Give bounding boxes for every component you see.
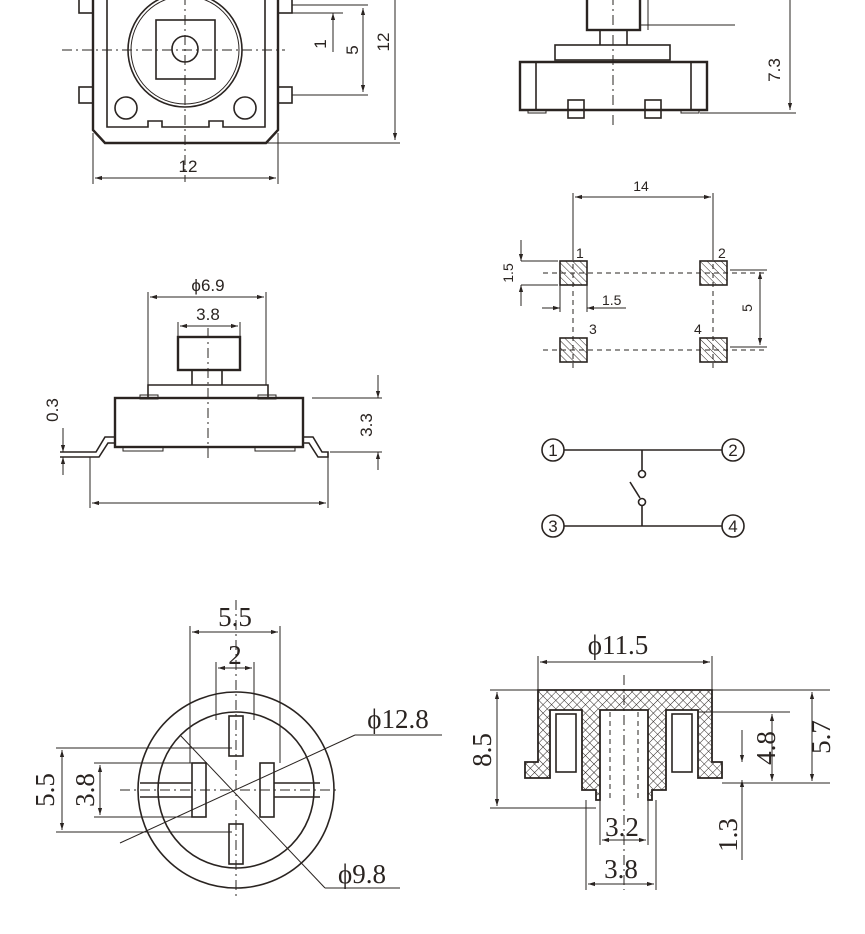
dim-h3-label: 1.3 (713, 818, 743, 852)
dim-pitch-x-label: 14 (633, 178, 649, 194)
dim-outer-h-label: 5.5 (30, 773, 60, 807)
terminal-1 (541, 438, 565, 462)
dim-offset-label: 1 (311, 39, 330, 48)
pad-2 (699, 260, 728, 286)
dim-total-h-label: 8.5 (467, 733, 497, 767)
terminal-4-label: 4 (728, 517, 737, 536)
dim-pad-w-label: 1.5 (602, 292, 622, 308)
dim-lead-label: 0.3 (43, 398, 62, 422)
dim-h2-label: 4.8 (751, 731, 781, 765)
cap-top-view: 5.5 2 5.5 3.8 ϕ12.8 ϕ9.8 (30, 600, 442, 900)
dim-outer-w-label: 5.5 (218, 602, 252, 632)
pad-layout: 14 1 2 3 4 1.5 1.5 5 (500, 178, 767, 372)
terminal-3 (541, 514, 565, 538)
top-view: 1 5 12 12 (62, 0, 400, 184)
terminal-4 (721, 514, 745, 538)
side-view-top: 7.3 (518, 0, 796, 125)
pin-1-label: 1 (576, 245, 584, 261)
pad-3 (559, 337, 588, 363)
dim-inner-w-label: 2 (228, 640, 242, 670)
dim-bore-in-label: 3.2 (605, 812, 639, 842)
pad-4 (699, 337, 728, 363)
terminal-3-label: 3 (548, 517, 557, 536)
terminal-1-label: 1 (548, 441, 557, 460)
dim-height-label: 7.3 (765, 58, 784, 82)
pin-3-label: 3 (589, 321, 597, 337)
dim-height-label: 3.3 (357, 413, 376, 437)
pad-1 (559, 260, 588, 286)
pin-2-label: 2 (718, 245, 726, 261)
schematic: 1 2 3 4 (541, 438, 745, 538)
dim-stem-label: 3.8 (196, 305, 220, 324)
dim-h1-label: 5.7 (806, 720, 836, 754)
pin-4-label: 4 (694, 321, 702, 337)
side-view: ϕ6.9 3.8 3.3 0.3 (43, 276, 382, 508)
dim-height-label: 12 (374, 33, 393, 52)
dim-inner-h-label: 3.8 (70, 773, 100, 807)
dim-outer-dia-label: ϕ12.8 (367, 704, 428, 734)
dim-pad-h-label: 1.5 (500, 263, 516, 283)
dim-pitch-label: 5 (343, 45, 362, 54)
terminal-2-label: 2 (728, 441, 737, 460)
dim-cap-dia-label: ϕ6.9 (191, 276, 224, 295)
terminal-2 (721, 438, 745, 462)
dim-width-label: 12 (179, 157, 198, 176)
dim-bore-out-label: 3.8 (604, 854, 638, 884)
cap-section: ϕ11.5 8.5 5.7 4.8 1.3 3.2 3.8 (467, 630, 836, 890)
dim-pitch-y-label: 5 (739, 304, 755, 312)
dim-dia-label: ϕ11.5 (588, 630, 648, 660)
dim-inner-dia-label: ϕ9.8 (338, 859, 386, 889)
